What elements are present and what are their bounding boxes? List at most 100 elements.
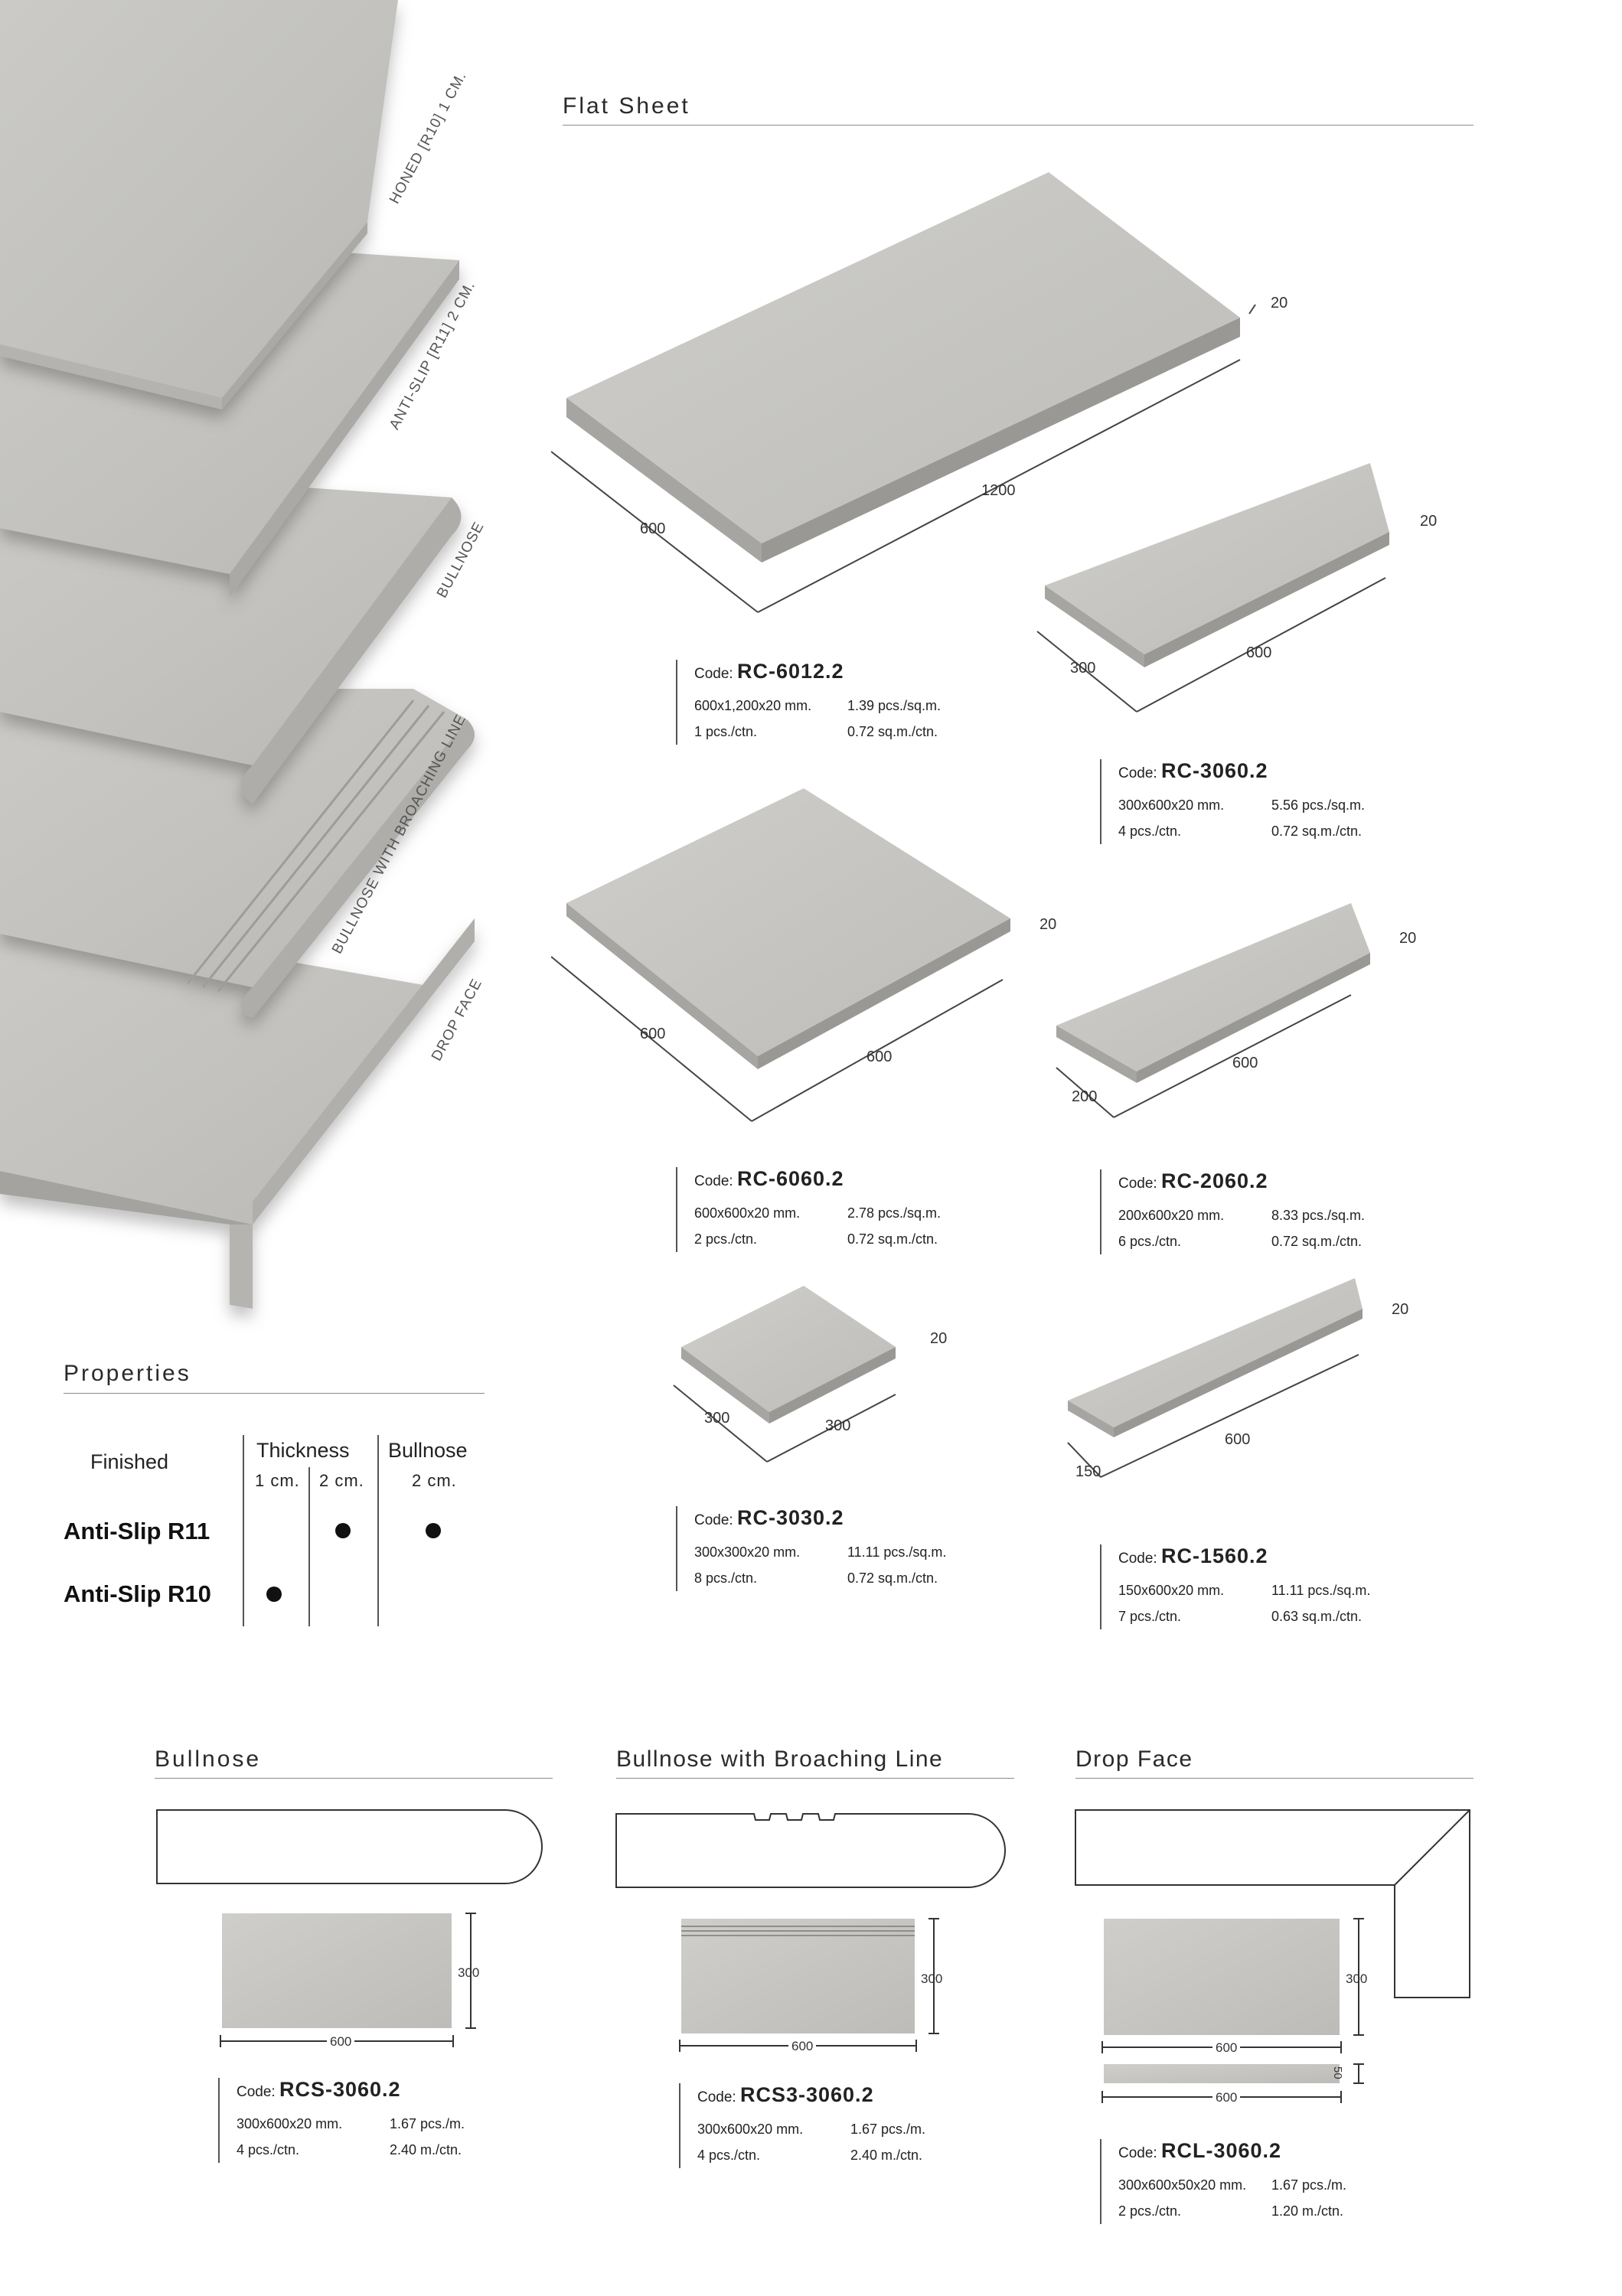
product-code: RC-6060.2 [736,1167,844,1190]
dim-rcl-w2: 600 [1212,2090,1241,2105]
pcs-per-ctn: 2 pcs./ctn. [694,1231,758,1247]
code-label: Code: [694,1512,733,1528]
dim-3030-w: 300 [704,1410,730,1427]
dim-rcs-w: 600 [327,2034,355,2050]
properties-rule [64,1393,485,1394]
drop-face-slab [0,911,475,1309]
dim-6060-w: 600 [640,1026,666,1042]
spec-rcl-3060-2: Code: RCL-3060.2 300x600x50x20 mm.1.67 p… [1100,2139,1346,2224]
pcs-per-ctn: 4 pcs./ctn. [697,2148,761,2163]
dim-rcl-h: 300 [1346,1971,1368,1986]
dim-2060-w: 200 [1072,1088,1098,1105]
pcs-per-ctn: 4 pcs./ctn. [1118,823,1182,839]
product-code: RC-3030.2 [736,1506,844,1529]
slab-stack-illustration [0,0,475,1309]
pcs-per-ctn: 6 pcs./ctn. [1118,1234,1182,1249]
code-label: Code: [697,2089,736,2105]
code-label: Code: [1118,1551,1157,1567]
size: 300x600x20 mm. [1118,797,1225,813]
spec-rcs-3060-2: Code: RCS-3060.2 300x600x20 mm. 1.67 pcs.… [218,2078,465,2163]
dim-3060-l: 600 [1246,644,1272,661]
sqm-per-ctn: 0.72 sq.m./ctn. [847,724,938,739]
flat-sheet-tiles [551,172,1389,1478]
drop-face-tile [1104,1919,1340,2035]
dim-rcs3-w: 600 [788,2039,817,2054]
broaching-slab [0,689,475,1018]
dim-2060-t: 20 [1399,930,1417,947]
dim-1560-t: 20 [1392,1301,1409,1318]
pcs-per-m: 1.67 pcs./m. [390,2116,465,2131]
broaching-profile [615,1813,1006,1888]
sqm-per-ctn: 0.63 sq.m./ctn. [1271,1609,1363,1624]
row-name-r10: Anti-Slip R10 [64,1580,211,1607]
dim-2060-l: 600 [1232,1055,1258,1071]
sqm-per-ctn: 0.72 sq.m./ctn. [1271,823,1363,839]
code-label: Code: [694,1173,733,1189]
code-label: Code: [1118,765,1157,781]
m-per-ctn: 2.40 m./ctn. [850,2148,923,2163]
bullnose-rule [155,1778,553,1779]
sub-1cm: 1 cm. [255,1471,300,1490]
table-divider-1 [243,1435,244,1626]
tile-rc-2060-2 [1056,903,1370,1118]
product-code: RC-1560.2 [1160,1544,1268,1567]
sub-2cm: 2 cm. [319,1471,364,1490]
tile-rc-3030-2 [673,1286,896,1463]
broaching-header: Bullnose with Broaching Line [616,1746,944,1772]
size: 200x600x20 mm. [1118,1208,1225,1223]
pcs-per-sqm: 8.33 pcs./sq.m. [1271,1208,1366,1223]
code-label: Code: [1118,1176,1157,1192]
pcs-per-m: 1.67 pcs./m. [1271,2177,1347,2193]
dim-6060-t: 20 [1039,916,1057,933]
spec-rc-2060-2: Code: RC-2060.2 200x600x20 mm. 8.33 pcs./… [1100,1169,1365,1254]
dim-6060-l: 600 [866,1049,893,1065]
pcs-per-sqm: 2.78 pcs./sq.m. [847,1205,942,1221]
m-per-ctn: 2.40 m./ctn. [390,2142,462,2157]
size: 150x600x20 mm. [1118,1583,1225,1598]
spec-rc-3060-2: Code: RC-3060.2 300x600x20 mm.5.56 pcs./… [1100,759,1365,844]
size: 300x600x50x20 mm. [1118,2177,1247,2193]
pcs-per-sqm: 5.56 pcs./sq.m. [1271,797,1366,813]
dim-6012-w: 600 [640,520,666,537]
dim-6012-t: 20 [1271,295,1288,311]
dim-rcl-h2: 50 [1331,2066,1344,2079]
product-code: RCS3-3060.2 [739,2083,874,2106]
col-thickness: Thickness [256,1439,350,1462]
drop-face-rule [1075,1778,1474,1779]
sqm-per-ctn: 0.72 sq.m./ctn. [847,1570,938,1586]
flat-sheet-header: Flat Sheet [563,93,690,119]
product-code: RC-2060.2 [1160,1169,1268,1192]
dim-rcs3-h: 300 [921,1971,943,1986]
spec-rc-6012-2: Code: RC-6012.2 600x1,200x20 mm.1.39 pcs… [676,660,941,745]
dim-3060-w: 300 [1070,660,1096,677]
drop-face-strip [1104,2064,1340,2083]
size: 300x600x20 mm. [237,2116,343,2131]
tile-rc-6012-2 [551,172,1256,613]
product-code: RCL-3060.2 [1160,2139,1282,2162]
pcs-per-sqm: 1.39 pcs./sq.m. [847,698,942,713]
product-code: RC-6012.2 [736,660,844,683]
pcs-per-ctn: 1 pcs./ctn. [694,724,758,739]
spec-rcs3-3060-2: Code: RCS3-3060.2 300x600x20 mm. 1.67 pcs… [679,2083,925,2168]
col-finished: Finished [90,1450,169,1473]
col-bullnose: Bullnose [388,1439,468,1462]
dot-r11-2cm [335,1523,351,1538]
honed-slab [0,0,398,409]
spec-rc-3030-2: Code: RC-3030.2 300x300x20 mm.11.11 pcs.… [676,1506,946,1591]
bullnose-profile [156,1809,543,1884]
size: 300x600x20 mm. [697,2122,804,2137]
code-label: Code: [694,666,733,682]
dim-1560-l: 600 [1225,1431,1251,1448]
broaching-tile [681,1919,915,2033]
edge-profiles [156,1809,1470,2103]
code-label: Code: [237,2084,276,2100]
pcs-per-ctn: 7 pcs./ctn. [1118,1609,1182,1624]
properties-header: Properties [64,1361,191,1386]
dim-rcs-h: 300 [458,1965,480,1980]
dim-1560-w: 150 [1075,1463,1101,1480]
tile-rc-3060-2 [1036,463,1389,713]
pcs-per-sqm: 11.11 pcs./sq.m. [1271,1583,1371,1598]
size: 600x600x20 mm. [694,1205,801,1221]
product-code: RCS-3060.2 [279,2078,401,2101]
pcs-per-m: 1.67 pcs./m. [850,2122,926,2137]
